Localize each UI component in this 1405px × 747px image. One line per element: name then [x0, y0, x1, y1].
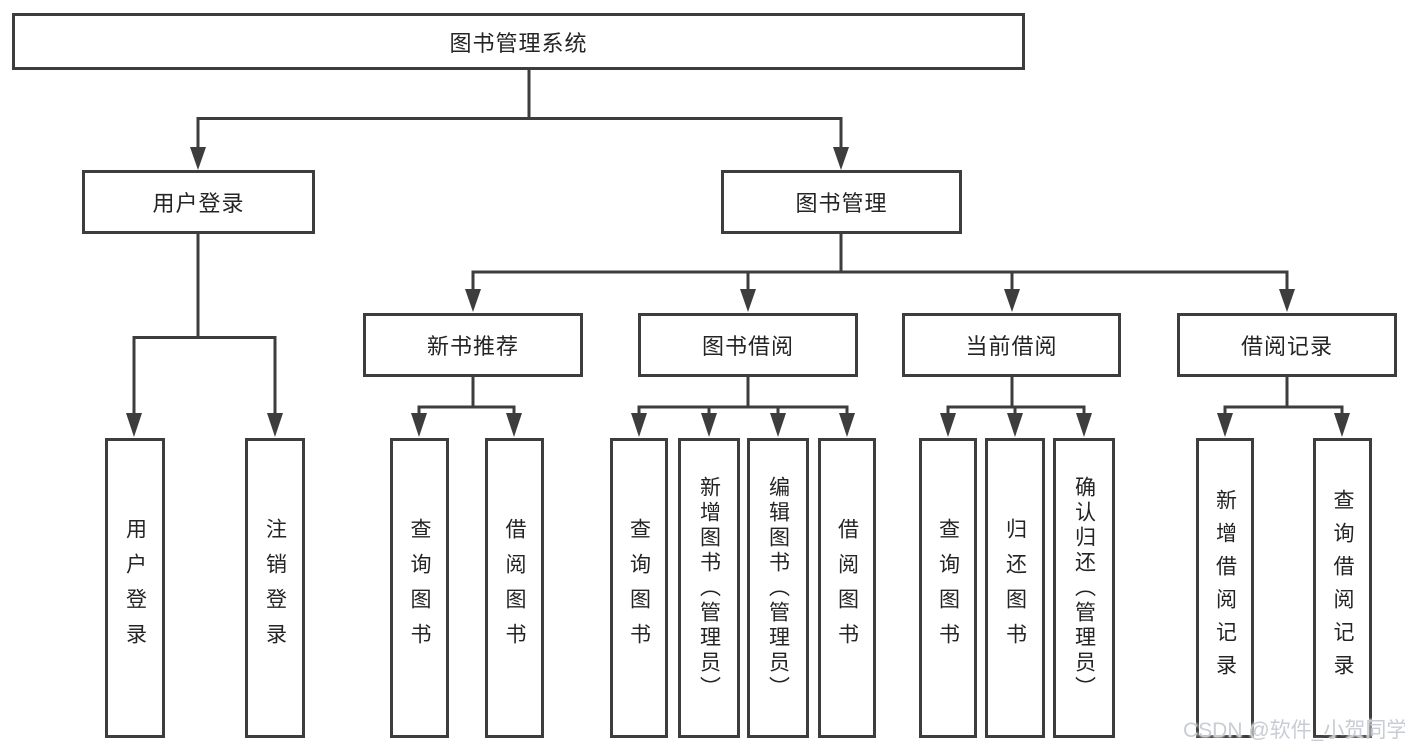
leaf-logout-label: 注销登录 — [263, 518, 287, 658]
node-book-borrowing: 图书借阅 — [638, 313, 858, 377]
leaf-confirm-return-admin-label: 确认归还（管理员） — [1072, 475, 1096, 701]
leaf-user-login: 用户登录 — [105, 438, 165, 738]
leaf-query-borrow-record-label: 查询借阅记录 — [1331, 489, 1354, 687]
arrowhead-icons — [126, 147, 1350, 437]
leaf-borrow-book-label: 借阅图书 — [835, 518, 859, 658]
node-user-login-label: 用户登录 — [152, 191, 245, 216]
node-user-login: 用户登录 — [82, 170, 315, 234]
node-book-management: 图书管理 — [721, 170, 962, 234]
leaf-edit-book-admin: 编辑图书（管理员） — [747, 438, 809, 738]
csdn-watermark: CSDN @软件_小贺同学 — [1183, 719, 1405, 742]
node-book-borrowing-label: 图书借阅 — [701, 334, 794, 359]
tree-edges — [132, 70, 1344, 416]
leaf-add-book-admin-label: 新增图书（管理员） — [697, 475, 721, 701]
leaf-borrow-book-recommend: 借阅图书 — [485, 438, 544, 738]
leaf-query-book-current-label: 查询图书 — [936, 518, 960, 658]
node-library-management-system-label: 图书管理系统 — [449, 30, 588, 56]
node-library-management-system: 图书管理系统 — [12, 13, 1025, 70]
node-borrowing-records-label: 借阅记录 — [1240, 334, 1333, 359]
leaf-edit-book-admin-label: 编辑图书（管理员） — [766, 475, 790, 701]
leaf-query-book-current: 查询图书 — [919, 438, 977, 738]
leaf-query-book-borrowing: 查询图书 — [610, 438, 668, 738]
leaf-borrow-book-recommend-label: 借阅图书 — [503, 518, 526, 658]
node-book-management-label: 图书管理 — [795, 191, 888, 216]
node-current-borrowing-label: 当前借阅 — [965, 334, 1058, 359]
leaf-query-book-recommend-label: 查询图书 — [408, 518, 431, 658]
leaf-query-book-borrowing-label: 查询图书 — [627, 518, 651, 658]
leaf-query-borrow-record: 查询借阅记录 — [1313, 438, 1372, 738]
leaf-logout: 注销登录 — [245, 438, 305, 738]
leaf-add-book-admin: 新增图书（管理员） — [678, 438, 740, 738]
leaf-add-borrow-record: 新增借阅记录 — [1196, 438, 1254, 738]
leaf-add-borrow-record-label: 新增借阅记录 — [1213, 489, 1237, 687]
leaf-user-login-label: 用户登录 — [123, 518, 147, 658]
node-new-book-recommend: 新书推荐 — [363, 313, 583, 377]
node-current-borrowing: 当前借阅 — [902, 313, 1121, 377]
leaf-query-book-recommend: 查询图书 — [390, 438, 449, 738]
leaf-return-book: 归还图书 — [985, 438, 1045, 738]
leaf-borrow-book: 借阅图书 — [818, 438, 876, 738]
node-borrowing-records: 借阅记录 — [1177, 313, 1397, 377]
leaf-return-book-label: 归还图书 — [1003, 518, 1027, 658]
node-new-book-recommend-label: 新书推荐 — [426, 334, 519, 359]
leaf-confirm-return-admin: 确认归还（管理员） — [1053, 438, 1115, 738]
